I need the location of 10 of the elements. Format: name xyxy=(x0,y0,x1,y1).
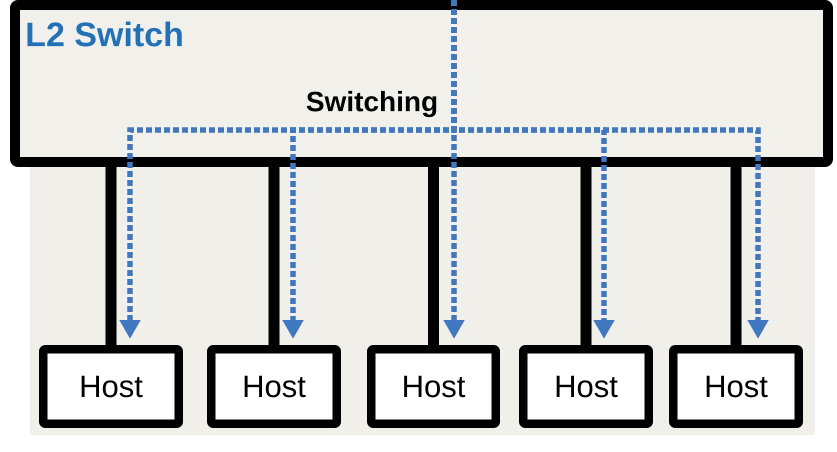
connector-line xyxy=(580,167,592,345)
host-box: Host xyxy=(519,345,653,428)
connector-line xyxy=(730,167,742,345)
connector-line xyxy=(268,167,280,345)
host-box: Host xyxy=(207,345,341,428)
host-box: Host xyxy=(39,345,183,428)
connector-line xyxy=(428,167,439,345)
connector-line xyxy=(106,167,116,345)
host-box: Host xyxy=(669,345,804,428)
host-box: Host xyxy=(367,345,500,428)
